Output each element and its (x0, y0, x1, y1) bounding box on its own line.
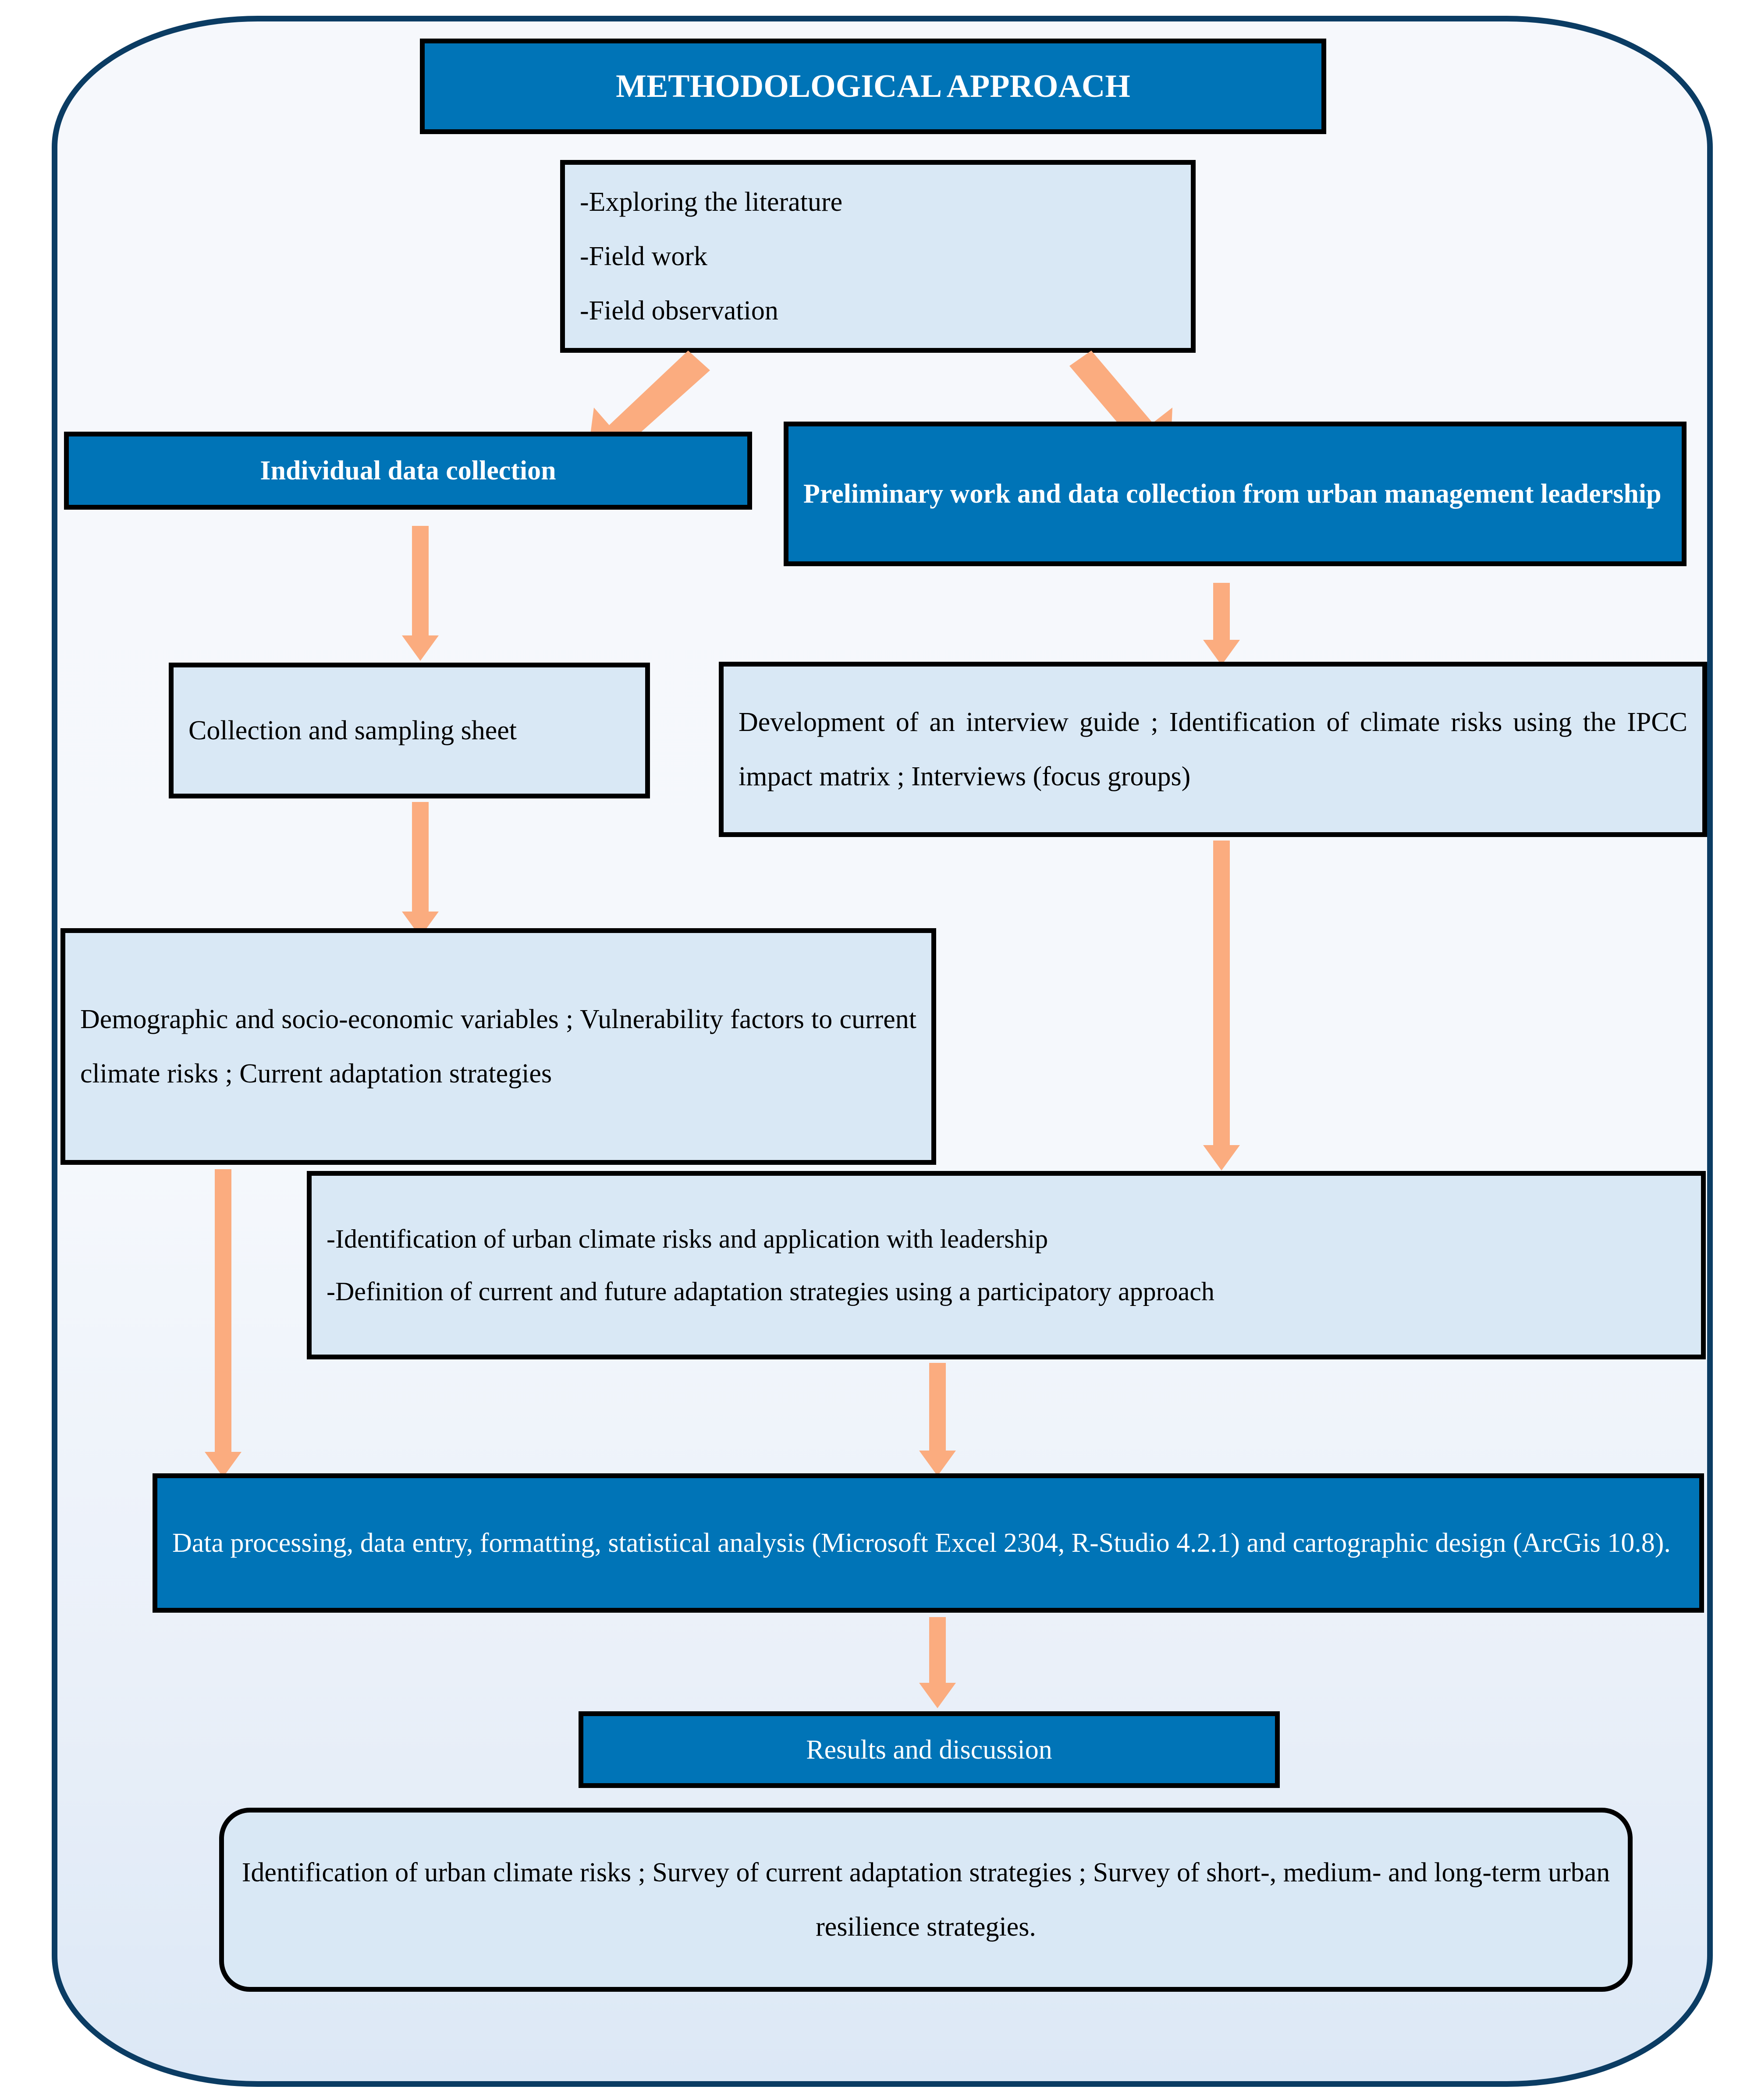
inputs-line-literature: -Exploring the literature (580, 187, 843, 217)
node-interview-guide: Development of an interview guide ; Iden… (719, 662, 1707, 837)
interview-guide-label: Development of an interview guide ; Iden… (739, 707, 1687, 791)
arrow-head-icon (402, 635, 439, 661)
arrow-shaft (412, 802, 429, 914)
inputs-line-field-observation: -Field observation (580, 296, 778, 326)
arrow-shaft (412, 526, 429, 638)
collection-sheet-label: Collection and sampling sheet (188, 716, 517, 745)
arrow-shaft (929, 1617, 946, 1685)
node-title-label: METHODOLOGICAL APPROACH (616, 68, 1130, 104)
demographic-variables-label: Demographic and socio-economic variables… (80, 1004, 916, 1089)
preliminary-work-label: Preliminary work and data collection fro… (803, 479, 1662, 509)
outputs-box-label: Identification of urban climate risks ; … (241, 1858, 1610, 1942)
arrow-head-icon (1203, 1145, 1240, 1171)
node-risk-identification: -Identification of urban climate risks a… (307, 1171, 1706, 1359)
results-discussion-label: Results and discussion (806, 1735, 1052, 1765)
node-results-discussion: Results and discussion (579, 1711, 1280, 1788)
node-collection-sheet: Collection and sampling sheet (169, 663, 650, 798)
arrow-head-icon (919, 1451, 956, 1476)
node-preliminary-work: Preliminary work and data collection fro… (784, 422, 1687, 566)
arrow-shaft (929, 1363, 946, 1453)
arrow-shaft (1213, 841, 1230, 1147)
node-title-box: METHODOLOGICAL APPROACH (420, 39, 1326, 134)
arrow-shaft (215, 1169, 231, 1454)
individual-data-collection-label: Individual data collection (260, 456, 556, 486)
node-demographic-variables: Demographic and socio-economic variables… (60, 928, 936, 1165)
risk-identification-line-identification: -Identification of urban climate risks a… (327, 1224, 1048, 1253)
arrow-head-icon (919, 1683, 956, 1708)
inputs-line-field-work: -Field work (580, 241, 708, 271)
arrow-head-icon (205, 1452, 241, 1477)
arrow-head-icon (1203, 640, 1240, 665)
risk-identification-line-definition: -Definition of current and future adapta… (327, 1277, 1214, 1306)
data-processing-label: Data processing, data entry, formatting,… (172, 1528, 1671, 1558)
node-inputs-box: -Exploring the literature -Field work -F… (560, 160, 1196, 353)
node-individual-data-collection: Individual data collection (64, 432, 752, 510)
node-data-processing: Data processing, data entry, formatting,… (153, 1473, 1704, 1613)
arrow-shaft (1213, 583, 1230, 642)
node-outputs-box: Identification of urban climate risks ; … (219, 1808, 1633, 1992)
